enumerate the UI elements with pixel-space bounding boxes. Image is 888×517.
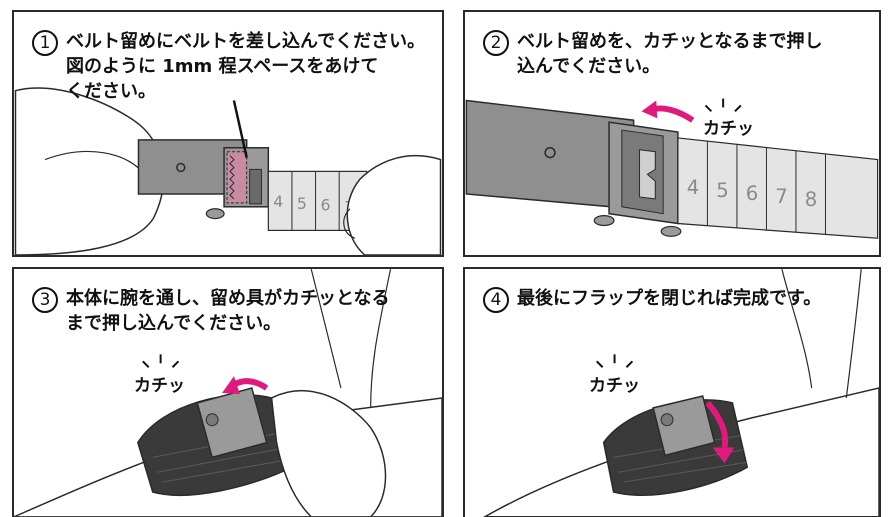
click-sound-label: カチッ [589, 376, 640, 396]
step-4-line-1: 最後にフラップを閉じれば完成です。 [517, 288, 822, 309]
step-3-line-2: まで押し込んでください。 [66, 313, 282, 334]
belt-number: 5 [297, 194, 307, 213]
click-sound-label: カチッ [134, 376, 185, 396]
step-3-panel: 3 本体に腕を通し、留め具がカチッとなる まで押し込んでください。 カチッ [12, 267, 444, 517]
belt-number: 6 [320, 196, 330, 215]
step-1-line-2: 図のように 1mm 程スペースをあけて [66, 56, 379, 77]
step-2-panel: 4 5 6 7 8 2 ベルト留めを、カチッとなるまで押し 込んでください。 カ… [463, 10, 881, 257]
step-1-line-3: ください。 [66, 81, 156, 102]
click-sound-label: カチッ [703, 119, 754, 139]
belt-number: 7 [775, 185, 788, 208]
step-number: 3 [32, 287, 58, 313]
belt-number: 5 [716, 179, 729, 202]
step-4-illustration [482, 269, 879, 517]
step-1-line-1: ベルト留めにベルトを差し込んでください。 [66, 31, 426, 52]
step-1-panel: 4 5 6 7 1 ベルト留めにベルトを差し込んでください。 図のように 1mm… [12, 10, 444, 257]
belt-number: 4 [273, 192, 283, 211]
step-number: 1 [32, 30, 58, 56]
step-2-illustration: 4 5 6 7 8 [465, 98, 879, 239]
step-3-line-1: 本体に腕を通し、留め具がカチッとなる [66, 288, 390, 309]
step-2-line-1: ベルト留めを、カチッとなるまで押し [517, 31, 823, 52]
step-1-illustration: 4 5 6 7 [14, 87, 442, 255]
belt-number: 8 [805, 188, 818, 211]
step-4-panel: 4 最後にフラップを閉じれば完成です。 カチッ [463, 267, 881, 517]
step-2-line-2: 込んでください。 [517, 56, 661, 77]
step-3-illustration [14, 269, 442, 517]
step-number: 2 [483, 30, 509, 56]
belt-number: 4 [687, 176, 700, 199]
belt-number: 6 [746, 182, 759, 205]
step-number: 4 [483, 287, 509, 313]
